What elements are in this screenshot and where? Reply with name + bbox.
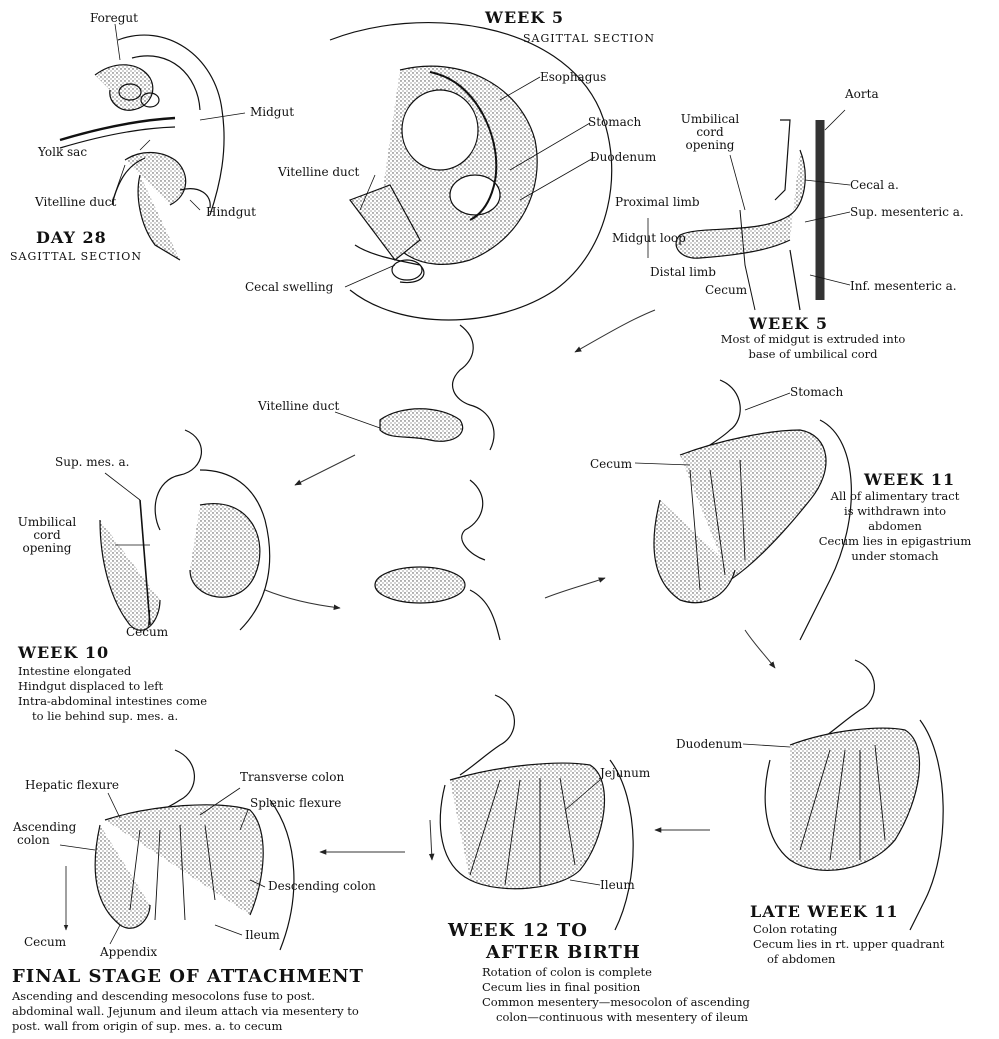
title-week12-line1: WEEK 12 TO: [448, 920, 588, 941]
late-week11-drawing: [765, 660, 943, 930]
label-esophagus: Esophagus: [540, 71, 606, 84]
label-inf-mesenteric-a: Inf. mesenteric a.: [850, 280, 957, 293]
title-final-stage: FINAL STAGE OF ATTACHMENT: [12, 966, 364, 987]
label-vitelline-duct-center: Vitelline duct: [258, 400, 339, 413]
label-hindgut: Hindgut: [206, 206, 256, 219]
title-week10: WEEK 10: [18, 643, 109, 662]
label-duodenum-late-week11: Duodenum: [676, 738, 742, 751]
caption-week12: Rotation of colon is complete Cecum lies…: [482, 965, 750, 1025]
label-vitelline-duct-day28: Vitelline duct: [35, 196, 116, 209]
label-cecal-a: Cecal a.: [850, 179, 899, 192]
title-week11: WEEK 11: [864, 470, 955, 489]
label-sup-mes-a-week10: Sup. mes. a.: [55, 456, 130, 469]
title-week5-sagittal: WEEK 5: [485, 8, 564, 27]
label-appendix: Appendix: [100, 946, 157, 959]
label-ileum-week12: Ileum: [600, 879, 635, 892]
caption-final-stage: Ascending and descending mesocolons fuse…: [12, 989, 359, 1034]
label-stomach-week11: Stomach: [790, 386, 843, 399]
label-cecum-week10: Cecum: [126, 626, 168, 639]
label-ascending-colon: Ascending colon: [13, 821, 76, 847]
title-week12-line2: AFTER BIRTH: [486, 942, 641, 963]
label-sup-mesenteric-a: Sup. mesenteric a.: [850, 206, 964, 219]
late-week11-leaders: [743, 744, 790, 747]
caption-late-week11: Colon rotating Cecum lies in rt. upper q…: [753, 922, 944, 967]
label-stomach-week5: Stomach: [588, 116, 641, 129]
label-transverse-colon: Transverse colon: [240, 771, 344, 784]
label-foregut: Foregut: [90, 12, 138, 25]
label-proximal-limb: Proximal limb: [615, 196, 700, 209]
center-leaders: [335, 412, 380, 428]
subtitle-day28: SAGITTAL SECTION: [10, 250, 142, 263]
label-midgut-loop: Midgut loop: [612, 232, 686, 245]
label-umbilical-cord-opening: Umbilical cord opening: [680, 113, 740, 152]
title-day28: DAY 28: [36, 228, 107, 247]
week12-drawing: [440, 695, 633, 930]
caption-week5-loop: Most of midgut is extruded into base of …: [688, 332, 938, 362]
label-vitelline-duct-week5: Vitelline duct: [278, 166, 359, 179]
label-jejunum: Jejunum: [600, 767, 650, 780]
label-hepatic-flexure: Hepatic flexure: [25, 779, 119, 792]
label-cecum-final: Cecum: [24, 936, 66, 949]
subtitle-week5-sagittal: SAGITTAL SECTION: [523, 32, 655, 45]
title-late-week11: LATE WEEK 11: [750, 902, 899, 921]
label-cecum-week11: Cecum: [590, 458, 632, 471]
caption-week10: Intestine elongated Hindgut displaced to…: [18, 664, 207, 724]
label-descending-colon: Descending colon: [268, 880, 376, 893]
caption-week11: All of alimentary tract is withdrawn int…: [795, 489, 995, 564]
label-midgut: Midgut: [250, 106, 294, 119]
label-splenic-flexure: Splenic flexure: [250, 797, 341, 810]
label-umbilical-cord-opening-week10: Umbilical cord opening: [16, 516, 78, 555]
label-yolk-sac: Yolk sac: [38, 146, 87, 159]
label-duodenum-week5: Duodenum: [590, 151, 656, 164]
label-cecal-swelling: Cecal swelling: [245, 281, 333, 294]
center-drawings: [375, 325, 500, 640]
label-aorta: Aorta: [845, 88, 879, 101]
label-ileum-final: Ileum: [245, 929, 280, 942]
label-distal-limb: Distal limb: [650, 266, 716, 279]
title-week5-loop: WEEK 5: [749, 314, 828, 333]
label-cecum-week5: Cecum: [705, 284, 747, 297]
